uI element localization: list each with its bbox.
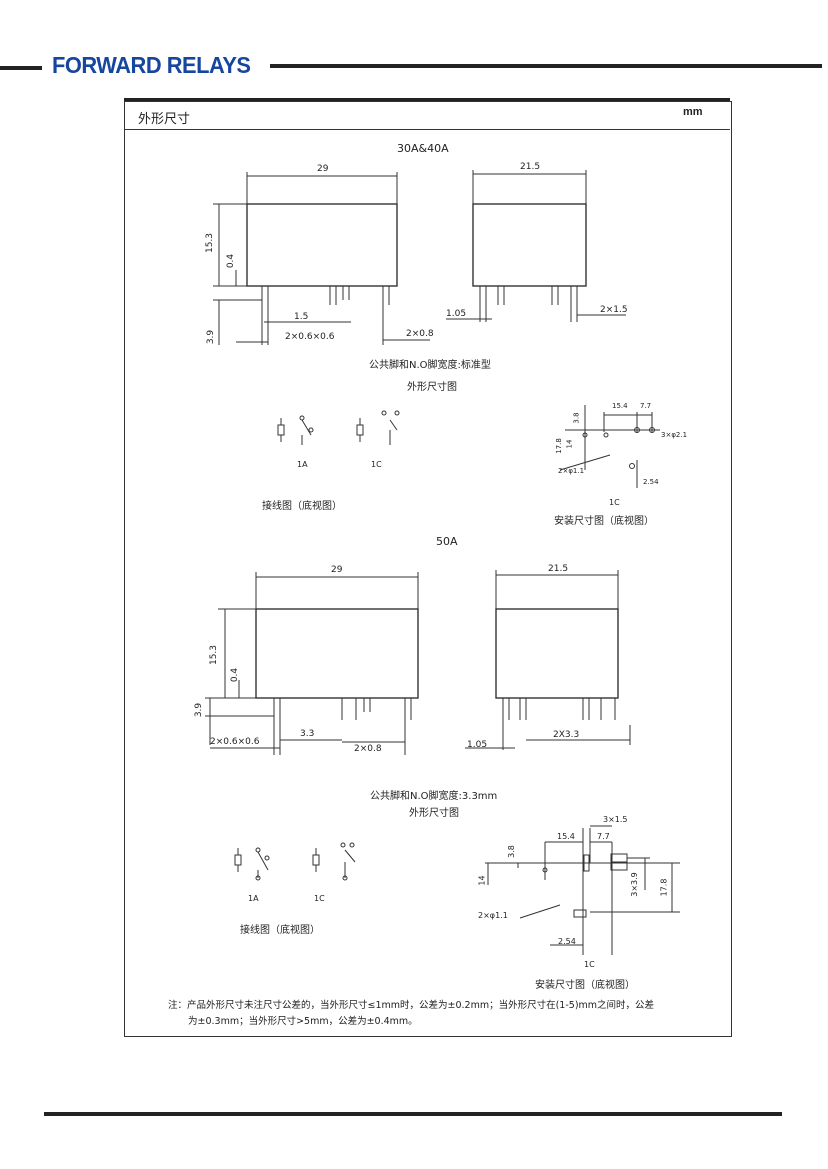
b2-pins-b: 2×0.8 — [354, 744, 382, 754]
b1-standoff: 0.4 — [226, 253, 237, 269]
b2-front-width: 29 — [331, 565, 343, 575]
b2-mount-hole2: 2×φ1.1 — [478, 911, 508, 920]
b1-mounting-diagram — [559, 405, 660, 488]
b2-pitch: 3.3 — [300, 729, 315, 739]
b1-mount-d4: 17.8 — [554, 438, 563, 454]
b1-front-view — [213, 172, 430, 345]
section-title: 外形尺寸 — [138, 112, 191, 127]
b2-mount-d3: 3.8 — [506, 845, 516, 858]
b1-wiring-1a: 1A — [297, 460, 308, 469]
header-rule-left — [0, 66, 42, 70]
header-rule-right — [270, 64, 822, 68]
b1-mount-hole2: 2×φ1.1 — [558, 467, 585, 475]
b2-side-pins: 2X3.3 — [553, 730, 580, 740]
b1-wiring-diagrams — [277, 410, 400, 445]
b2-side-width: 21.5 — [548, 564, 569, 574]
footer-rule — [44, 1112, 782, 1116]
b2-mount-d4: 17.8 — [659, 878, 669, 897]
b2-side-view — [465, 570, 631, 750]
b1-pitch: 1.5 — [294, 312, 309, 322]
b1-wiring-caption: 接线图（底视图） — [262, 501, 342, 512]
b2-wiring-1c: 1C — [314, 894, 325, 903]
b1-mount-d2: 7.7 — [640, 402, 652, 410]
b2-pin-length: 3.9 — [194, 702, 205, 718]
b2-wiring-1a: 1A — [248, 894, 259, 903]
tolerance-note: 注：产品外形尺寸未注尺寸公差的，当外形尺寸≤1mm时，公差为±0.2mm；当外形… — [168, 998, 708, 1030]
b1-side-view — [446, 170, 626, 322]
b2-mount-d5: 14 — [477, 875, 487, 886]
b2-mount-type: 1C — [584, 960, 595, 969]
note-line-2: 为±0.3mm；当外形尺寸>5mm，公差为±0.4mm。 — [188, 1016, 418, 1027]
b1-pin-length: 3.9 — [206, 329, 217, 345]
b1-mount-caption: 安装尺寸图（底视图） — [554, 516, 654, 527]
b1-caption-outline: 外形尺寸图 — [407, 382, 457, 393]
b2-mount-caption: 安装尺寸图（底视图） — [535, 980, 635, 991]
b2-standoff: 0.4 — [230, 667, 241, 683]
frame-top-rule — [124, 98, 730, 102]
b1-front-width: 29 — [317, 164, 329, 174]
b2-model-label: 50A — [436, 535, 458, 548]
b1-wiring-1c: 1C — [371, 460, 382, 469]
b2-mounting-diagram — [485, 825, 680, 955]
b2-mount-d7: 3×3.9 — [629, 872, 639, 897]
b2-mount-d2: 7.7 — [597, 832, 610, 841]
b2-side-offset: 1.05 — [467, 740, 488, 750]
b2-caption-pin-width: 公共脚和N.O脚宽度:3.3mm — [370, 791, 498, 802]
b1-mount-d5: 14 — [565, 439, 574, 449]
note-line-1: 注：产品外形尺寸未注尺寸公差的，当外形尺寸≤1mm时，公差为±0.2mm；当外形… — [168, 1000, 655, 1011]
section-divider — [125, 129, 730, 130]
unit-label: mm — [683, 106, 703, 118]
b2-caption-outline: 外形尺寸图 — [409, 808, 459, 819]
b2-front-view — [205, 572, 419, 755]
b1-caption-pin-width: 公共脚和N.O脚宽度:标准型 — [369, 360, 491, 371]
b1-mount-d6: 2.54 — [643, 478, 659, 486]
brand-title: FORWARD RELAYS — [52, 52, 251, 78]
b1-mount-d1: 15.4 — [612, 402, 628, 410]
b2-wiring-diagrams — [234, 842, 356, 881]
b1-side-offset: 1.05 — [446, 309, 467, 319]
drawing-frame — [124, 101, 732, 1037]
b1-side-pins: 2×1.5 — [600, 305, 628, 315]
b2-mount-d6: 2.54 — [558, 937, 576, 946]
b2-wiring-caption: 接线图（底视图） — [240, 925, 320, 936]
b1-pins-a: 2×0.6×0.6 — [285, 332, 335, 342]
b2-pins-a: 2×0.6×0.6 — [210, 737, 260, 747]
b1-pins-b: 2×0.8 — [406, 329, 434, 339]
b2-mount-d0: 3×1.5 — [603, 815, 628, 824]
b1-mount-hole: 3×φ2.1 — [661, 431, 688, 439]
b1-mount-d3: 3.8 — [572, 412, 581, 424]
b1-mount-type: 1C — [609, 498, 620, 507]
b1-height: 15.3 — [205, 232, 216, 254]
b1-side-width: 21.5 — [520, 162, 541, 172]
b2-mount-d1: 15.4 — [557, 832, 575, 841]
b1-model-label: 30A&40A — [397, 142, 449, 155]
b2-height: 15.3 — [209, 644, 220, 666]
